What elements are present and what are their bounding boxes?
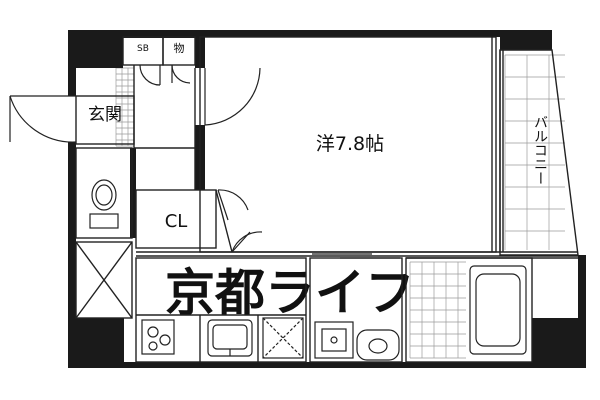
room-label-entrance: 玄関	[88, 105, 122, 125]
balcony-floor	[504, 54, 565, 250]
bathtub-icon	[469, 265, 527, 355]
washbasin-icon	[314, 321, 400, 361]
doors	[9, 64, 400, 259]
partitions	[75, 36, 579, 363]
watermark: 京都ライフ	[165, 264, 415, 322]
bathroom-floor	[409, 261, 466, 359]
room-label-closet: CL	[165, 211, 188, 232]
room-label-shoe-box: SB	[137, 44, 149, 54]
room-label-balcony: バルコニー	[532, 115, 548, 185]
kitchen-sink-icon	[207, 319, 253, 357]
room-label-storage: 物	[174, 41, 185, 55]
washer-pan-icon	[262, 317, 304, 359]
fixtures	[89, 179, 527, 361]
stove-icon	[141, 319, 175, 355]
toilet-icon	[89, 179, 119, 229]
room-label-western: 洋7.8帖	[316, 133, 384, 155]
